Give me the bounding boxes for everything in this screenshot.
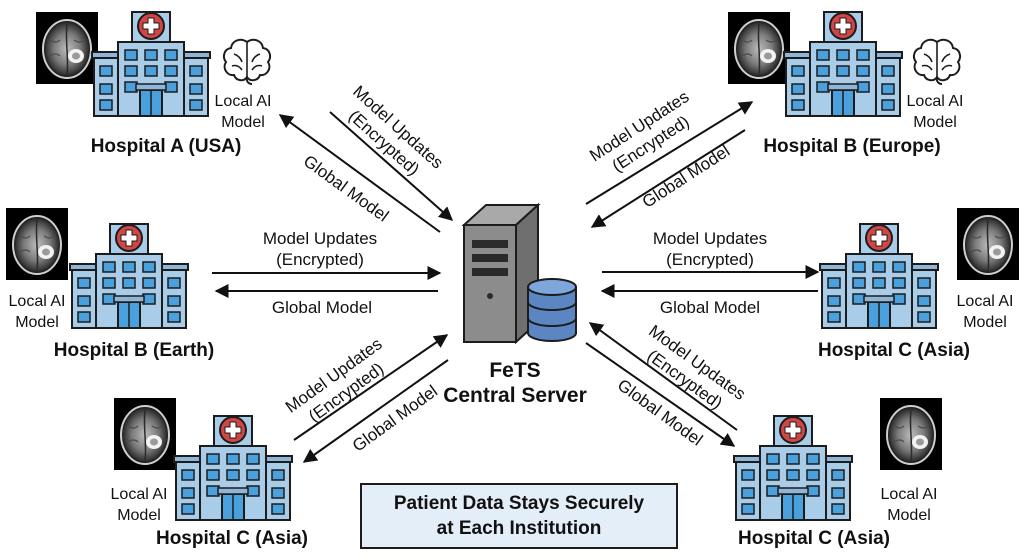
edge-label-line: Model Updates (262, 229, 378, 248)
server-label-line2: Central Server (443, 384, 587, 407)
edge-label-global: Global Model (659, 298, 761, 317)
local-ai-model-label: Local AI Model (942, 291, 1024, 333)
hospital-name: Hospital C (Asia) (817, 340, 971, 361)
arrow-update-c-bottom-right (585, 342, 736, 447)
local-ai-line1: Local AI (214, 93, 272, 110)
mri-scan-icon (5, 207, 69, 281)
arrow-update-c-bottom-left (293, 334, 449, 441)
edge-label-global: Global Model (271, 298, 373, 317)
arrow-update-a (329, 111, 454, 221)
hospital-name: Hospital C (Asia) (737, 528, 891, 549)
arrow-global-b-europe (590, 129, 746, 228)
local-ai-model-label: Local AI Model (866, 484, 952, 526)
edge-label-updates: Model Updates (Encrypted) (230, 228, 410, 270)
hospital-name: Hospital C (Asia) (155, 528, 309, 549)
footer-note: Patient Data Stays Securely at Each Inst… (360, 483, 678, 549)
hospital-icon (69, 223, 189, 329)
mri-scan-icon (956, 207, 1020, 281)
local-ai-model-label: Local AI Model (0, 291, 80, 333)
arrow-global-a (278, 114, 441, 233)
footer-note-line1: Patient Data Stays Securely (393, 493, 645, 514)
local-ai-line2: Model (117, 507, 161, 524)
local-ai-model-label: Local AI Model (198, 91, 288, 133)
mri-scan-icon (879, 397, 943, 471)
edge-label-line: (Encrypted) (276, 250, 364, 269)
brain-icon (912, 38, 962, 85)
database-icon (527, 278, 577, 342)
arrow-global-c-bottom-left (302, 359, 449, 463)
arrow-update-b-europe (585, 101, 754, 205)
local-ai-line2: Model (15, 314, 59, 331)
footer-note-line2: at Each Institution (436, 518, 602, 539)
local-ai-line1: Local AI (880, 486, 938, 503)
edge-label-line: Model Updates (652, 229, 768, 248)
server-label: FeTS Central Server (410, 358, 620, 408)
local-ai-model-label: Local AI Model (96, 484, 182, 526)
local-ai-line2: Model (963, 314, 1007, 331)
hospital-icon (819, 223, 939, 329)
server-icon (461, 202, 541, 345)
brain-icon (222, 38, 272, 85)
local-ai-model-label: Local AI Model (890, 91, 980, 133)
local-ai-line1: Local AI (956, 293, 1014, 310)
mri-scan-icon (35, 11, 99, 85)
edge-label-line: (Encrypted) (666, 250, 754, 269)
server-label-line1: FeTS (489, 359, 541, 382)
edge-label-updates: Model Updates (Encrypted) (620, 228, 800, 270)
hospital-icon (91, 11, 211, 117)
local-ai-line1: Local AI (8, 293, 66, 310)
local-ai-line1: Local AI (906, 93, 964, 110)
hospital-name: Hospital A (USA) (90, 136, 242, 157)
mri-scan-icon (727, 11, 791, 85)
hospital-name: Hospital B (Europe) (763, 136, 941, 157)
local-ai-line2: Model (887, 507, 931, 524)
mri-scan-icon (113, 397, 177, 471)
local-ai-line2: Model (221, 114, 265, 131)
hospital-name: Hospital B (Earth) (53, 340, 215, 361)
hospital-icon (783, 11, 903, 117)
local-ai-line1: Local AI (110, 486, 168, 503)
arrow-global-c-bottom-right (588, 322, 738, 431)
local-ai-line2: Model (913, 114, 957, 131)
